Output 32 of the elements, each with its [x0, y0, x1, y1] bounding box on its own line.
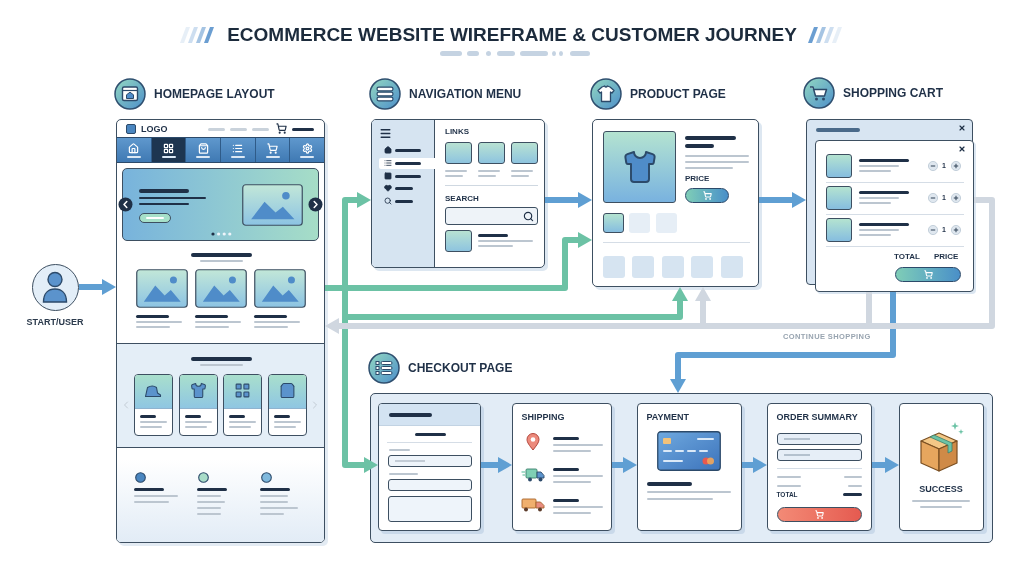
card-title: SUCCESS — [919, 483, 963, 495]
arrow — [325, 285, 378, 473]
step-card — [766, 402, 872, 531]
card-title: SHIPPING — [521, 411, 565, 423]
section-label: LINKS — [445, 127, 469, 137]
section-heading: PRODUCT PAGE — [630, 87, 726, 101]
form-card — [377, 402, 481, 531]
placeholder-label: LOGO — [141, 123, 168, 135]
arrow — [670, 292, 896, 393]
step-card — [898, 402, 984, 531]
arrow — [872, 457, 899, 473]
section-label: SEARCH — [445, 194, 479, 204]
arrow — [79, 279, 116, 295]
price-label: PRICE — [934, 252, 959, 262]
card-title: PAYMENT — [646, 411, 689, 423]
section-heading: NAVIGATION MENU — [409, 87, 522, 101]
total-label: TOTAL — [894, 252, 920, 262]
diagram-title: ECOMMERCE WEBSITE WIREFRAME & CUSTOMER JOURNEY — [227, 24, 797, 46]
arrow — [612, 457, 637, 473]
price-label: PRICE — [685, 174, 710, 184]
section-heading: CHECKOUT PAGE — [408, 361, 513, 375]
arrow — [742, 457, 767, 473]
arrow — [759, 192, 806, 208]
step-card — [511, 402, 612, 531]
card-title: ORDER SUMMARY — [776, 411, 858, 423]
step-card — [636, 402, 742, 531]
section-heading: SHOPPING CART — [843, 86, 943, 100]
node-label: START/USER — [26, 317, 84, 328]
section-heading: HOMEPAGE LAYOUT — [154, 87, 275, 101]
arrow — [481, 457, 512, 473]
arrow — [545, 192, 592, 208]
arrow — [325, 197, 995, 334]
